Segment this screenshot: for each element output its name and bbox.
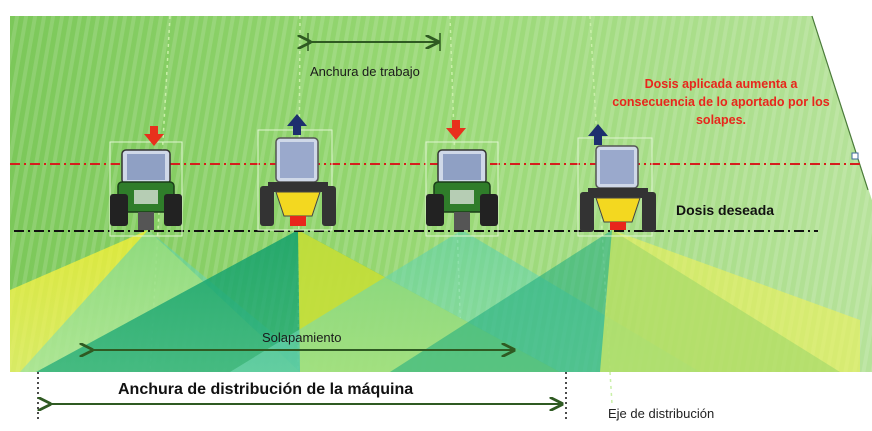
tractor-icon (109, 141, 183, 237)
tractor-icon (425, 141, 499, 237)
far-right-yellow-spread (600, 230, 860, 372)
arrow-up-icon (588, 124, 608, 145)
distribution-triangles (10, 230, 860, 372)
arrow-up-icon (287, 114, 307, 135)
spreader-icon (257, 129, 336, 231)
arrow-down-icon (446, 120, 466, 140)
dose-increase-note: Dosis aplicada aumenta a consecuencia de… (612, 77, 830, 127)
arrow-down-icon (144, 126, 164, 146)
spreader-icon (577, 137, 656, 237)
overlap-label: Solapamiento (262, 330, 342, 345)
desired-dose-label: Dosis deseada (676, 202, 775, 218)
working-width-label: Anchura de trabajo (310, 64, 420, 79)
distribution-axis-label: Eje de distribución (608, 406, 715, 421)
machine-distribution-width-label: Anchura de distribución de la máquina (118, 381, 414, 398)
